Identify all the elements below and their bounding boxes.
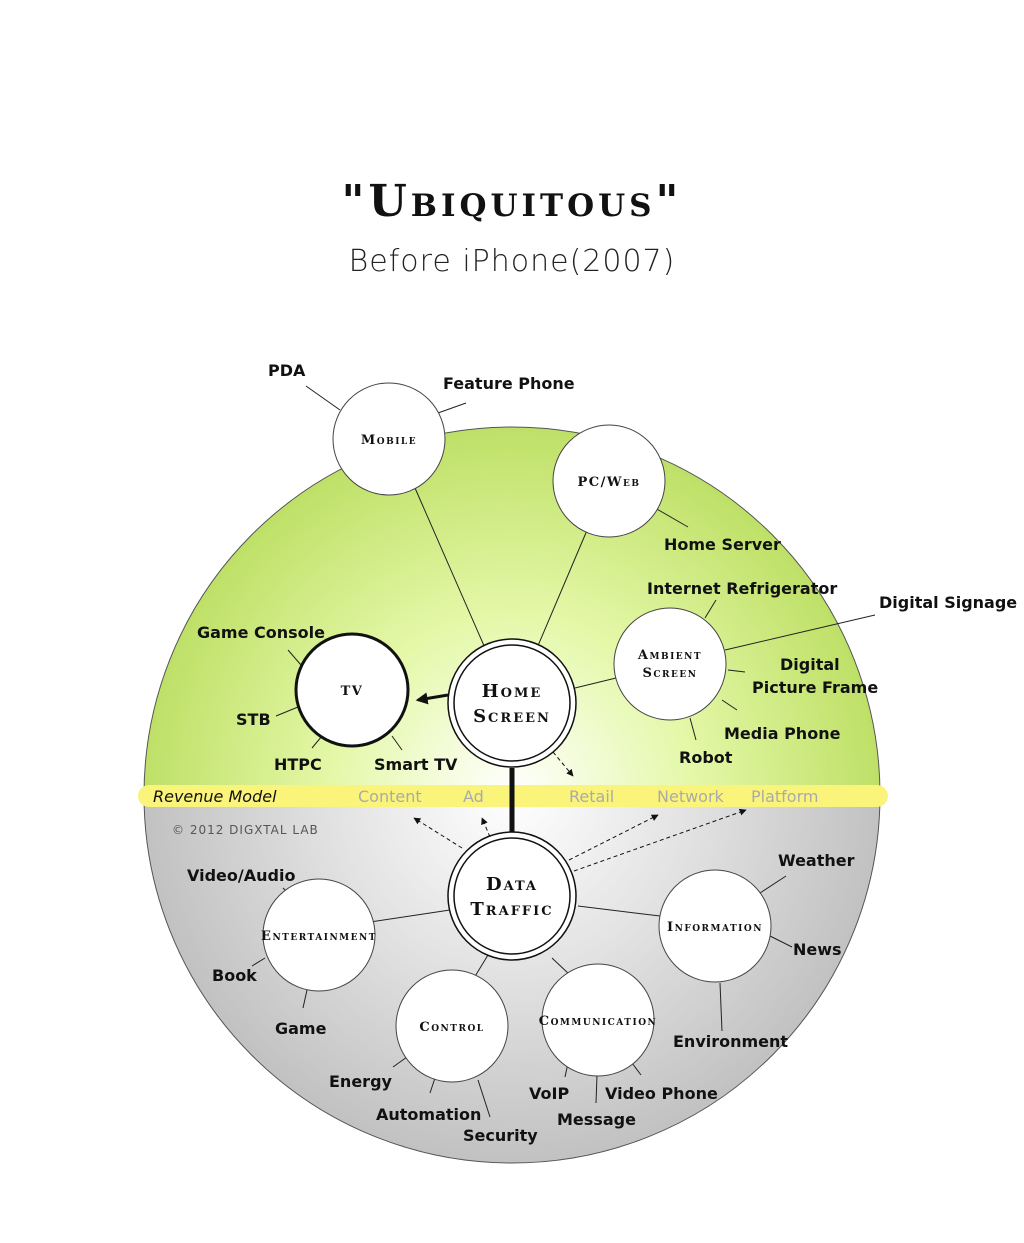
leaf-message: Message (557, 1110, 636, 1129)
node-control[interactable]: Control (395, 969, 509, 1083)
node-entertainment-label: Entertainment (261, 929, 377, 944)
leaf-game: Game (275, 1019, 327, 1038)
page-subtitle: Before iPhone(2007) (348, 244, 676, 279)
node-tv-label: TV (341, 684, 364, 699)
hub-home-screen[interactable]: Home Screen (447, 638, 577, 768)
leaf-weather: Weather (778, 851, 855, 870)
hub-to-tv-arrow (415, 692, 449, 705)
leaf-book: Book (212, 966, 257, 985)
copyright: © 2012 DIGXTAL LAB (172, 823, 319, 837)
leaf-home-server: Home Server (664, 535, 781, 554)
node-mobile[interactable]: Mobile (332, 382, 446, 496)
revenue-arrows (413, 751, 747, 872)
leaf-video-audio: Video/Audio (187, 866, 295, 885)
node-pcweb-label: PC/Web (578, 475, 641, 490)
node-information[interactable]: Information (658, 869, 772, 983)
leaf-pda: PDA (268, 361, 306, 380)
leaf-feature-phone: Feature Phone (443, 374, 575, 393)
leaf-digital-picture-frame-1: Digital (780, 655, 840, 674)
leaf-energy: Energy (329, 1072, 393, 1091)
leaf-robot: Robot (679, 748, 733, 767)
revenue-item-content: Content (358, 787, 422, 806)
leaf-stb: STB (236, 710, 271, 729)
leaf-media-phone: Media Phone (724, 724, 841, 743)
hub-data-traffic[interactable]: Data Traffic (447, 831, 577, 961)
leaf-internet-refrigerator: Internet Refrigerator (647, 579, 837, 598)
hub-home-label-1: Home (482, 681, 543, 702)
hub-data-label-1: Data (486, 874, 538, 895)
leaf-voip: VoIP (529, 1084, 569, 1103)
node-communication[interactable]: Communication (539, 963, 658, 1077)
hub-data-label-2: Traffic (470, 899, 553, 920)
node-control-label: Control (419, 1020, 484, 1035)
leaf-digital-signage: Digital Signage (879, 593, 1017, 612)
node-entertainment[interactable]: Entertainment (261, 878, 377, 992)
leaf-video-phone: Video Phone (605, 1084, 718, 1103)
leaf-news: News (793, 940, 842, 959)
node-tv[interactable]: TV (294, 632, 410, 748)
leaf-automation: Automation (376, 1105, 481, 1124)
connector-lines (251, 385, 876, 1118)
node-mobile-label: Mobile (361, 433, 417, 448)
node-ambient-label-2: Screen (643, 666, 698, 681)
revenue-item-platform: Platform (751, 787, 818, 806)
leaf-security: Security (463, 1126, 538, 1145)
leaf-htpc: HTPC (274, 755, 322, 774)
revenue-item-network: Network (657, 787, 725, 806)
node-information-label: Information (667, 920, 763, 935)
leaf-game-console: Game Console (197, 623, 325, 642)
leaf-smart-tv: Smart TV (374, 755, 458, 774)
node-communication-label: Communication (539, 1014, 658, 1029)
hub-home-label-2: Screen (473, 706, 551, 727)
revenue-item-retail: Retail (569, 787, 614, 806)
node-pcweb[interactable]: PC/Web (552, 424, 666, 538)
leaf-digital-picture-frame-2: Picture Frame (752, 678, 878, 697)
page-title: "Ubiquitous" (341, 176, 683, 227)
leaf-environment: Environment (673, 1032, 788, 1051)
node-ambient-screen[interactable]: Ambient Screen (613, 607, 727, 721)
revenue-model-label: Revenue Model (153, 787, 277, 806)
revenue-item-ad: Ad (463, 787, 484, 806)
node-ambient-label-1: Ambient (637, 648, 702, 663)
